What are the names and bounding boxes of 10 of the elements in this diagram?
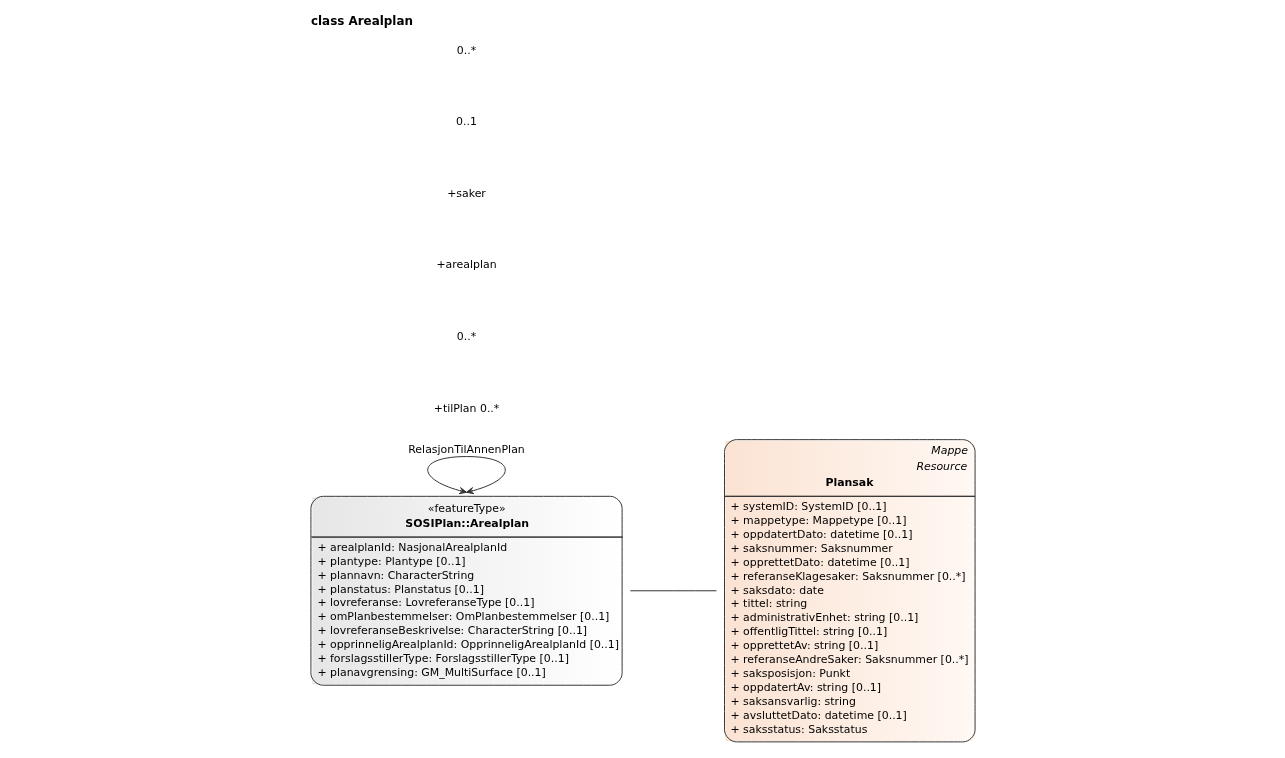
connector xyxy=(629,590,717,592)
label: +tilPlan 0..* xyxy=(433,401,499,415)
label: +arealplan xyxy=(435,258,497,272)
edge-label: RelasjonTilAnnenPlan xyxy=(407,443,525,457)
label: +saker xyxy=(446,186,486,200)
diagram-title: class Arealplan xyxy=(310,13,413,28)
label: 0..1 xyxy=(455,115,477,129)
label: 0..* xyxy=(456,43,476,57)
label: 0..* xyxy=(456,330,476,344)
arrow xyxy=(426,456,506,495)
